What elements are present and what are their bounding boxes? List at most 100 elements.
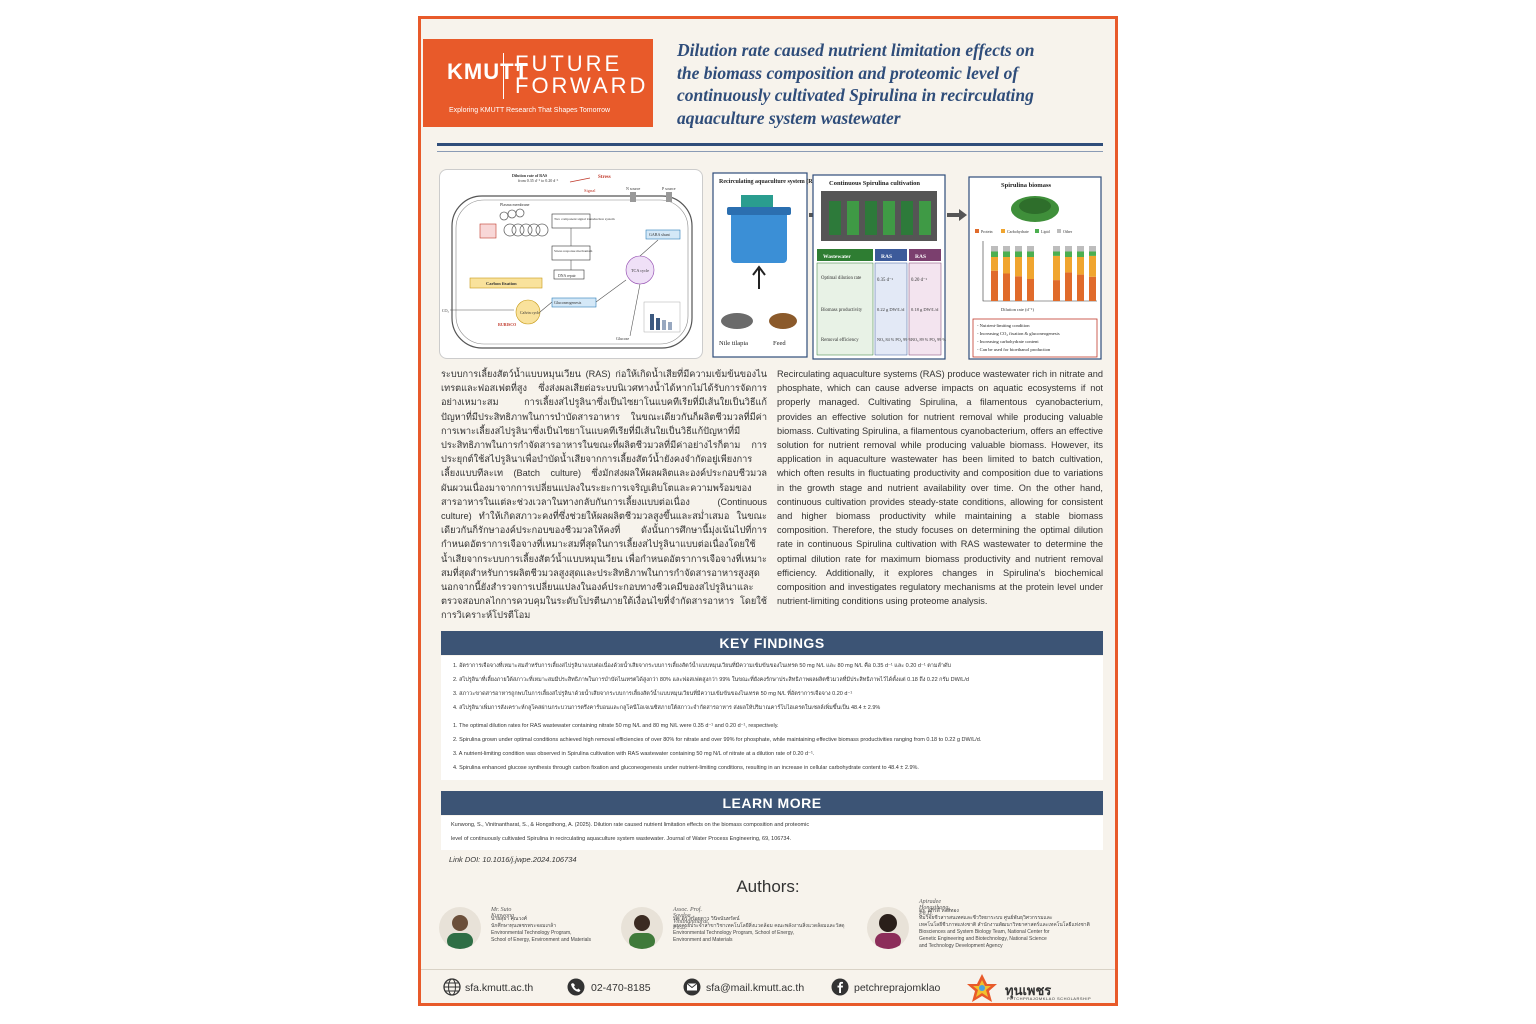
legend-carbohydrate: Carbohydrate [1007, 229, 1029, 234]
composition-bar-segment [991, 251, 998, 257]
finding-english: 2. Spirulina grown under optimal conditi… [453, 737, 982, 743]
author-detail: Environmental Technology Program, [491, 930, 572, 936]
logo-future: FUTURE [515, 51, 623, 76]
composition-bar-segment [1065, 251, 1072, 257]
chart-xlabel: Dilution rate (d⁻¹) [1001, 307, 1034, 312]
globe-icon [443, 978, 461, 996]
poster: KMUTT FUTURE FORWARD Exploring KMUTT Res… [418, 16, 1118, 1006]
conclusion-line: - Increasing carbohydrate content [977, 339, 1039, 344]
feed-image [769, 313, 797, 329]
composition-bar-segment [1065, 246, 1072, 252]
author-name: Apiradee Hongsthong, Ph.D. [919, 899, 950, 917]
composition-bar-segment [1077, 251, 1084, 257]
composition-bar-segment [1053, 251, 1060, 256]
composition-bar-segment [1027, 279, 1034, 301]
process-figure: Recirculating aquaculture system (RAS) N… [711, 171, 1103, 361]
composition-bar-segment [1053, 255, 1060, 281]
stress-response-label: Stress response mechanism [554, 249, 593, 253]
feed-label: Feed [773, 340, 786, 347]
phone-icon [567, 978, 585, 996]
legend-other: Other [1063, 229, 1073, 234]
poster-title: Dilution rate caused nutrient limitation… [677, 39, 1107, 129]
composition-bar-segment [1003, 246, 1010, 252]
facebook-link[interactable]: petchreprajomklao [854, 982, 941, 994]
author-detail: School of Energy, Environment and Materi… [491, 937, 591, 943]
logo-kmutt-text: KMUTT [447, 59, 529, 84]
nile-tilapia-label: Nile tilapia [719, 340, 748, 347]
author-detail: and Technology Development Agency [919, 943, 1003, 949]
composition-bar-segment [991, 257, 998, 271]
finding-thai: 4. สไปรูลินาเพิ่มการสังเคราะห์กลูโคสผ่าน… [453, 705, 881, 711]
composition-bar-segment [1065, 272, 1072, 301]
authors-heading: Authors: [736, 877, 800, 896]
author-detail: ดร. อภิรดี หงส์ทอง [919, 908, 959, 914]
doi-link[interactable]: Link DOI: 10.1016/j.jwpe.2024.106734 [449, 855, 577, 864]
mechanism-svg: Dilution rate of RAS from 0.35 d⁻¹ to 0.… [442, 173, 693, 349]
thylakoid-coils [499, 208, 549, 237]
composition-bar-segment [1065, 257, 1072, 273]
composition-bar-segment [1015, 251, 1022, 257]
composition-bar-segment [1015, 276, 1022, 301]
title-line: aquaculture system wastewater [677, 107, 901, 128]
row-ras80-removal: NO₃ 89 % PO₄ 99 % [911, 337, 946, 342]
gluconeogenesis-label: Gluconeogenesis [554, 300, 582, 305]
table-header-ras50: RAS [881, 254, 892, 260]
conclusion-line: - Nutrient-limiting condition [977, 323, 1030, 328]
tilapia-image [721, 313, 753, 329]
title-line: the biomass composition and proteomic le… [677, 62, 1019, 83]
author-detail: นักศึกษาทุนเพชรพระจอมเกล้า [491, 923, 557, 929]
process-svg: Recirculating aquaculture system (RAS) N… [712, 172, 1102, 360]
title-line: Dilution rate caused nutrient limitation… [677, 40, 1035, 60]
calvin-cycle-label: Calvin cycle [520, 310, 540, 315]
email-link[interactable]: sfa@mail.kmutt.ac.th [706, 982, 805, 994]
composition-bar-segment [1027, 257, 1034, 279]
mechanism-diagram: Dilution rate of RAS from 0.35 d⁻¹ to 0.… [439, 169, 703, 359]
email-icon [683, 978, 701, 996]
row-ras80-dilution: 0.20 d⁻¹ [911, 277, 928, 283]
finding-thai: 3. สภาวะขาดสารอาหารถูกพบในการเลี้ยงสไปรู… [453, 691, 853, 697]
logo-divider [503, 53, 504, 99]
rubisco-label: RUBISCO [498, 322, 516, 327]
key-findings-heading: KEY FINDINGS [441, 631, 1103, 655]
avatar [867, 907, 909, 949]
composition-bar-segment [1003, 257, 1010, 274]
row-label-dilution: Optimal dilution rate [821, 276, 861, 281]
author-detail: นายสุธา คุณวงศ์ [491, 916, 527, 922]
kmutt-logo[interactable]: KMUTT FUTURE FORWARD Exploring KMUTT Res… [423, 39, 653, 127]
pathway-arrows [450, 228, 659, 337]
row-ras50-removal: NO₃ 84 % PO₄ 99 % [877, 337, 912, 342]
mech-top-label: Dilution rate of RAS [512, 173, 548, 178]
p-source-label: P source [662, 186, 676, 191]
composition-chart [982, 241, 1097, 302]
header-rule-thin [437, 151, 1103, 152]
mini-bar-chart [643, 301, 681, 333]
reference-line: Kunwong, S., Vinitnantharat, S., & Hongs… [451, 822, 810, 828]
table-header-ras80: RAS [915, 254, 926, 260]
finding-english: 1. The optimal dilution rates for RAS wa… [453, 723, 779, 729]
header-rule [437, 143, 1103, 146]
composition-bar-segment [1003, 273, 1010, 301]
finding-thai: 1. อัตราการเจือจางที่เหมาะสมสำหรับการเลี… [453, 663, 952, 669]
composition-bar-segment [1027, 246, 1034, 252]
footer: sfa.kmutt.ac.th 02-470-8185 sfa@mail.kmu… [421, 969, 1115, 1003]
composition-bar-segment [991, 246, 998, 252]
phone-number[interactable]: 02-470-8185 [591, 982, 651, 994]
avatar [439, 907, 481, 949]
author-detail: Environment and Materials [673, 937, 733, 943]
ras-tank [731, 211, 787, 263]
carbon-fixation-label: Carbon fixation [486, 281, 517, 286]
dna-repair-label: DNA repair [558, 274, 577, 278]
scholarship-brand: ทุนเพชรพระจอมเกล้า [1005, 983, 1052, 998]
composition-bar-segment [1003, 251, 1010, 257]
table-header-wastewater: Wastewater [823, 254, 851, 260]
composition-bar-segment [1077, 246, 1084, 252]
website-link[interactable]: sfa.kmutt.ac.th [465, 982, 534, 994]
row-ras50-dilution: 0.35 d⁻¹ [877, 277, 894, 283]
conclusion-line: - Can be used for bioethanol production [977, 347, 1051, 352]
thai-abstract: ระบบการเลี้ยงสัตว์น้ำแบบหมุนเวียน (RAS) … [441, 369, 767, 621]
row-label-removal: Removal efficiency [821, 338, 859, 343]
carbon-fixation-box [469, 277, 543, 289]
composition-bar-segment [1089, 276, 1096, 301]
logo-tagline: Exploring KMUTT Research That Shapes Tom… [449, 107, 611, 114]
author-name: Mr. Suto Kunwong [491, 907, 515, 919]
